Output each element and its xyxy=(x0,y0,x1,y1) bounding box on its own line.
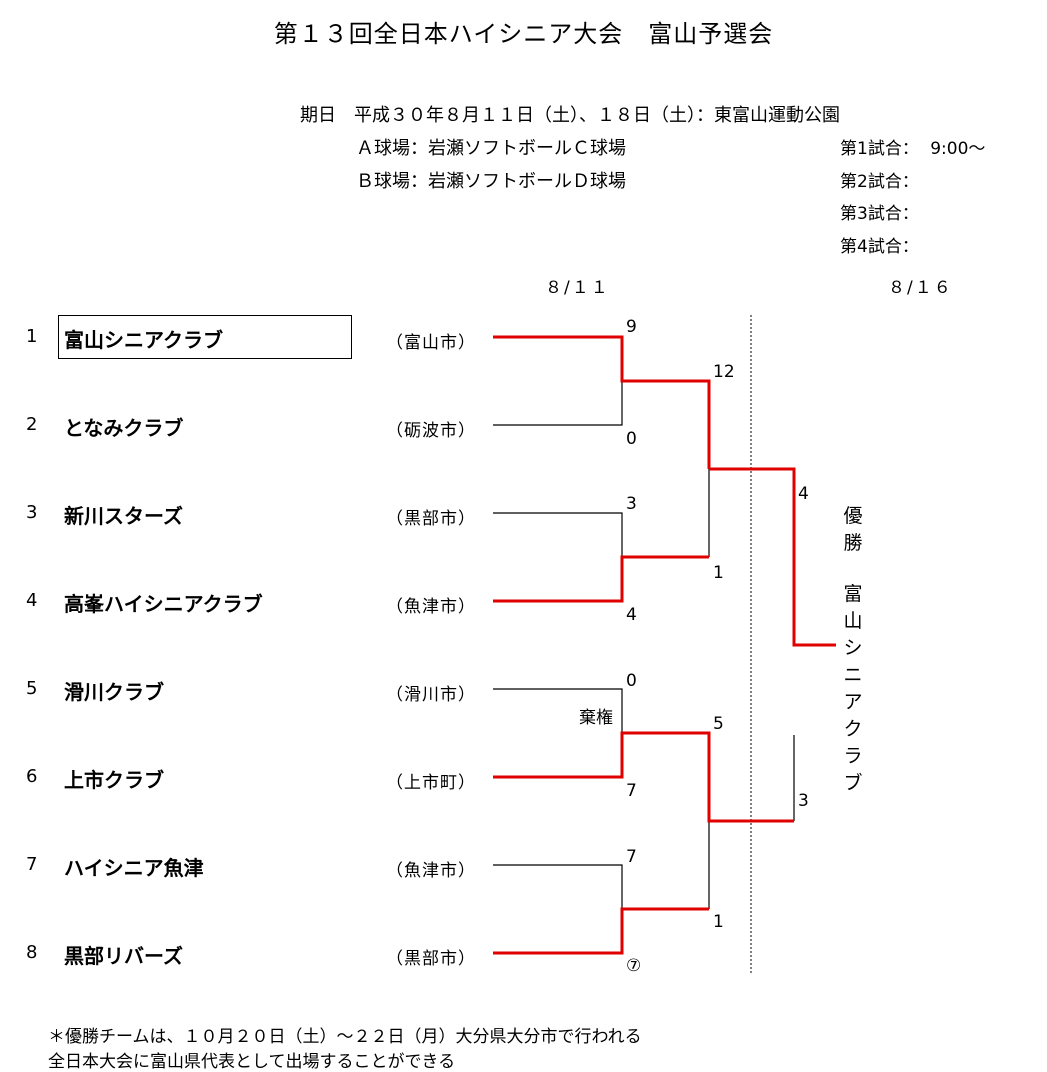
win-line-team-1 xyxy=(493,335,711,469)
champion-name-char: ク xyxy=(843,718,863,740)
score-r1-team-2: 0 xyxy=(626,429,637,449)
seed-4: 4 xyxy=(26,590,38,611)
win-line-final xyxy=(709,467,836,647)
team-5-name: 滑川クラブ xyxy=(64,680,164,704)
score-r1-team-7: 7 xyxy=(626,847,637,867)
schedule-game-3: 第3試合： xyxy=(840,204,919,224)
win-line-team-6 xyxy=(493,731,794,823)
score-sf1-bottom: 1 xyxy=(713,563,724,583)
team-7-name: ハイシニア魚津 xyxy=(64,856,204,880)
team-8-name: 黒部リバーズ xyxy=(64,944,183,968)
champion-name-char: シ xyxy=(843,637,863,659)
team-4-city: （魚津市） xyxy=(386,597,476,617)
champion-name-char: 山 xyxy=(843,610,863,632)
win-line-team-4 xyxy=(493,555,709,603)
seed-2: 2 xyxy=(26,414,38,435)
team-7-city: （魚津市） xyxy=(386,861,476,881)
schedule-game-1: 第1試合： 9:00～ xyxy=(840,134,985,159)
score-r1-team-5: 0 xyxy=(626,671,637,691)
score-sf2-top: 5 xyxy=(713,714,724,734)
field-b-line: Ｂ球場：岩瀬ソフトボールＤ球場 xyxy=(356,171,626,192)
page-title: 第１３回全日本ハイシニア大会 富山予選会 xyxy=(273,20,774,48)
line-team-7 xyxy=(493,864,623,909)
seed-3: 3 xyxy=(26,502,38,523)
champion-label-char: 優 xyxy=(843,505,863,527)
schedule-time: 9:00～ xyxy=(930,139,986,159)
champion-name-char: ア xyxy=(843,691,863,713)
line-team-5 xyxy=(493,688,623,733)
forfeit-label: 棄権 xyxy=(579,708,613,728)
score-r1-team-4: 4 xyxy=(626,605,637,625)
team-1-name: 富山シニアクラブ xyxy=(64,328,223,352)
seed-1: 1 xyxy=(26,326,38,347)
score-r1-team-8: ⑦ xyxy=(626,956,642,976)
round1-date: ８/１１ xyxy=(545,278,610,298)
team-3-name: 新川スターズ xyxy=(64,504,183,528)
score-sf2-bottom: 1 xyxy=(713,912,724,932)
schedule-label: 第1試合： xyxy=(840,139,919,159)
score-r1-team-6: 7 xyxy=(626,781,637,801)
seed-8: 8 xyxy=(26,942,38,963)
team-2-city: （砺波市） xyxy=(386,421,476,441)
score-r1-team-1: 9 xyxy=(626,317,637,337)
team-4-name: 高峯ハイシニアクラブ xyxy=(64,592,263,616)
champion-name-char: ニ xyxy=(843,664,863,686)
team-6-name: 上市クラブ xyxy=(64,768,164,792)
score-sf1-top: 12 xyxy=(713,362,735,382)
field-a-line: Ａ球場：岩瀬ソフトボールＣ球場 xyxy=(356,138,626,159)
note-line-2: 全日本大会に富山県代表として出場することができる xyxy=(48,1052,456,1072)
team-8-city: （黒部市） xyxy=(386,949,476,969)
win-line-team-8 xyxy=(493,907,709,955)
line-team-2 xyxy=(493,381,623,426)
seed-7: 7 xyxy=(26,854,38,875)
seed-6: 6 xyxy=(26,766,38,787)
score-final-bottom: 3 xyxy=(798,791,809,811)
score-final-top: 4 xyxy=(798,484,809,504)
schedule-game-4: 第4試合： xyxy=(840,237,919,257)
team-6-city: （上市町） xyxy=(386,773,476,793)
team-5-city: （滑川市） xyxy=(386,685,476,705)
champion-name-char: 富 xyxy=(843,583,863,605)
champion-label-char: 勝 xyxy=(843,532,863,554)
champion-name-char: ラ xyxy=(843,745,863,767)
schedule-game-2: 第2試合： xyxy=(840,172,919,192)
champion-label: 優 勝 富 山 シ ニ ア ク ラ ブ xyxy=(838,503,868,797)
champion-team-box xyxy=(58,315,352,359)
date-venue-line: 期日 平成３０年８月１１日（土）、１８日（土）：東富山運動公園 xyxy=(300,105,840,126)
seed-5: 5 xyxy=(26,678,38,699)
note-line-1: ＊優勝チームは、１０月２０日（土）～２２日（月）大分県大分市で行われる xyxy=(48,1027,642,1047)
round2-date: ８/１６ xyxy=(888,278,953,298)
spacer xyxy=(838,557,868,581)
line-team-3 xyxy=(493,512,623,557)
score-r1-team-3: 3 xyxy=(626,494,637,514)
champion-name-char: ブ xyxy=(843,772,863,794)
team-1-city: （富山市） xyxy=(386,333,476,353)
team-2-name: となみクラブ xyxy=(64,416,184,440)
team-3-city: （黒部市） xyxy=(386,509,476,529)
